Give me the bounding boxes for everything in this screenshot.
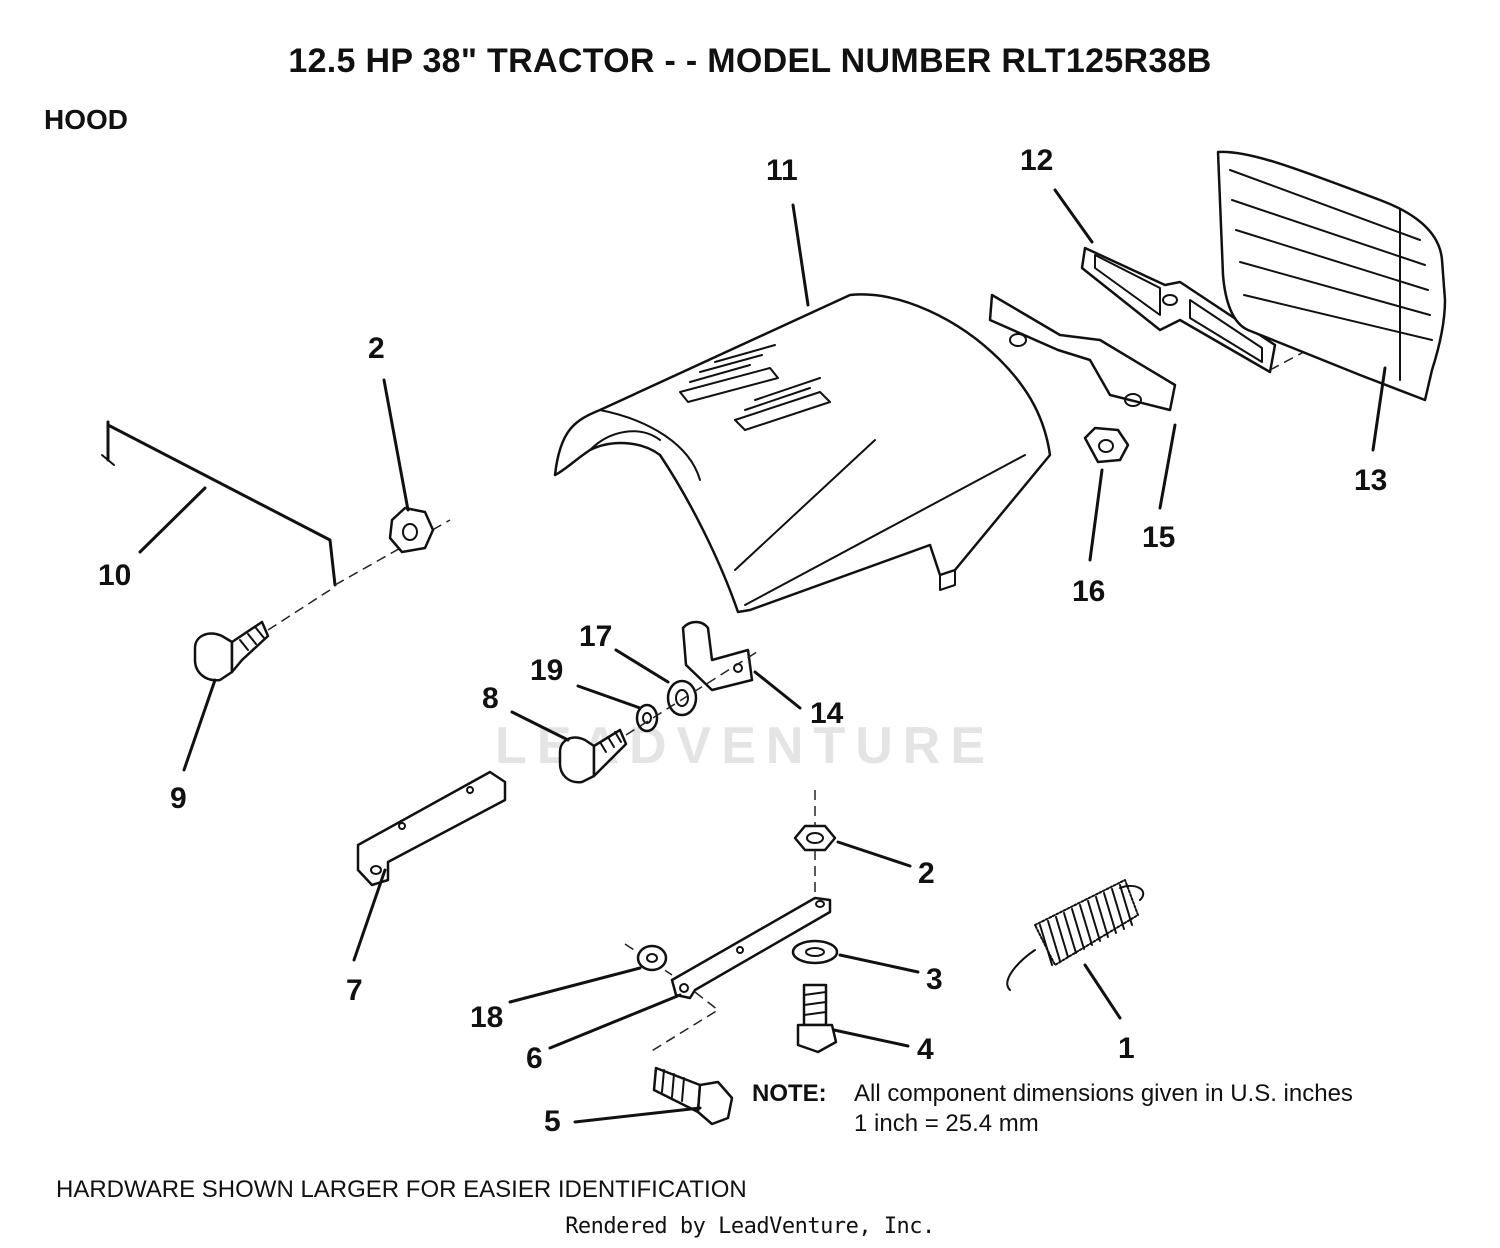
hood-vents — [679, 344, 831, 431]
diagram-title: 12.5 HP 38" TRACTOR - - MODEL NUMBER RLT… — [288, 42, 1212, 80]
callout-7: 7 — [346, 974, 363, 1007]
washer-part-17 — [666, 679, 698, 717]
section-label: HOOD — [44, 104, 128, 135]
callout-16: 16 — [1072, 575, 1106, 608]
bracket-part-7 — [356, 770, 507, 887]
callout-12: 12 — [1020, 144, 1054, 177]
hood-clip-part — [681, 620, 754, 692]
rendered-by-text: Rendered by LeadVenture, Inc. — [565, 1214, 935, 1239]
callout-17: 17 — [579, 620, 613, 653]
note-label: NOTE: — [752, 1080, 827, 1107]
leader-lines — [138, 188, 1387, 1124]
washer-part-3 — [791, 939, 839, 965]
grille-bracket-part — [988, 293, 1177, 412]
bolt-part-5 — [652, 1066, 734, 1126]
callout-15: 15 — [1142, 521, 1176, 554]
callout-11: 11 — [766, 154, 798, 187]
grille-frame-part — [1216, 150, 1447, 402]
bolt-part-8 — [558, 649, 761, 784]
callout-2-upper: 2 — [368, 332, 385, 365]
callout-1: 1 — [1118, 1032, 1135, 1065]
callout-9: 9 — [170, 782, 187, 815]
callout-8: 8 — [482, 682, 499, 715]
nut-part-16 — [1083, 426, 1130, 464]
hood-rod-part — [101, 420, 451, 587]
callout-19: 19 — [530, 654, 564, 687]
callout-14: 14 — [810, 697, 844, 730]
callout-4: 4 — [917, 1033, 934, 1066]
nut-part-2-lower — [793, 790, 837, 900]
bolt-part-9 — [193, 589, 331, 682]
spring-part-1 — [1006, 879, 1145, 991]
bolt-part-4 — [796, 983, 838, 1054]
note-line-1: All component dimensions given in U.S. i… — [854, 1080, 1353, 1107]
washer-part-18 — [636, 944, 668, 972]
hood-part — [553, 293, 1052, 614]
callout-3: 3 — [926, 963, 943, 996]
callout-5: 5 — [544, 1105, 561, 1138]
callout-13: 13 — [1354, 464, 1388, 497]
footer-text: HARDWARE SHOWN LARGER FOR EASIER IDENTIF… — [56, 1176, 747, 1203]
nut-part-2-upper — [388, 506, 435, 554]
callout-2-lower: 2 — [918, 857, 935, 890]
note-line-2: 1 inch = 25.4 mm — [854, 1110, 1039, 1137]
callout-10: 10 — [98, 559, 132, 592]
callout-18: 18 — [470, 1001, 504, 1034]
callout-6: 6 — [526, 1042, 543, 1075]
